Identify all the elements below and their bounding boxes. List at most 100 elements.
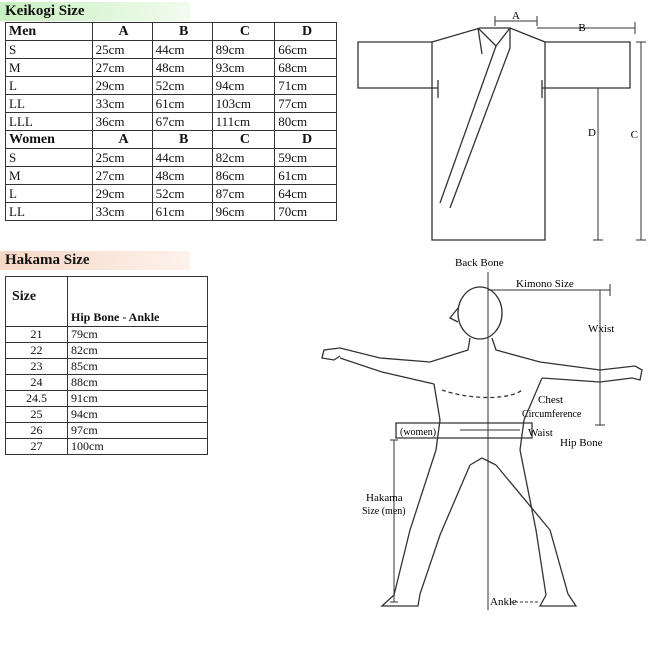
kimono-label-b: B [578, 22, 585, 34]
keikogi-group-name: Men [5, 22, 93, 41]
keikogi-group-name: Women [5, 130, 93, 149]
hakama-length-cell: 82cm [67, 342, 208, 359]
kimono-label-d: D [588, 127, 596, 139]
measurement-cell: 52cm [151, 184, 213, 203]
measurement-cell: 66cm [274, 40, 337, 59]
measurement-cell: 33cm [91, 94, 153, 113]
hakama-size-cell: 21 [5, 326, 68, 343]
hakama-size-label: Hakama [366, 492, 403, 504]
hakama-length-cell: 88cm [67, 374, 208, 391]
measurement-cell: 80cm [274, 112, 337, 131]
measurement-cell: 61cm [274, 166, 337, 185]
measurement-cell: 44cm [151, 40, 213, 59]
measurement-cell: 44cm [151, 148, 213, 167]
body-measurement-diagram: Back Bone Kimono Size Wxist Chest Circum… [321, 257, 643, 610]
hakama-length-cell: 97cm [67, 422, 208, 439]
measurement-cell: 82cm [211, 148, 276, 167]
hakama-length-cell: 79cm [67, 326, 208, 343]
size-cell: L [5, 76, 93, 95]
measurement-cell: 103cm [211, 94, 276, 113]
hakama-hip-header: Hip Bone - Ankle [67, 276, 208, 327]
hakama-length-cell: 94cm [67, 406, 208, 423]
keikogi-column-header: B [151, 22, 213, 41]
measurement-cell: 29cm [91, 184, 153, 203]
kimono-size-label: Kimono Size [516, 278, 574, 290]
measurement-cell: 94cm [211, 76, 276, 95]
measurement-cell: 25cm [91, 40, 153, 59]
measurement-cell: 70cm [274, 202, 337, 221]
measurement-cell: 48cm [151, 58, 213, 77]
measurement-cell: 86cm [211, 166, 276, 185]
chest-label: Chest [538, 394, 563, 406]
hakama-size-header: Size [5, 276, 68, 327]
hakama-size-cell: 25 [5, 406, 68, 423]
hakama-size-cell: 24.5 [5, 390, 68, 407]
size-cell: LL [5, 94, 93, 113]
measurement-cell: 87cm [211, 184, 276, 203]
measurement-cell: 93cm [211, 58, 276, 77]
size-cell: S [5, 148, 93, 167]
size-cell: LL [5, 202, 93, 221]
hakama-size-cell: 26 [5, 422, 68, 439]
measurement-cell: 29cm [91, 76, 153, 95]
measurement-cell: 71cm [274, 76, 337, 95]
hakama-length-cell: 85cm [67, 358, 208, 375]
measurement-cell: 111cm [211, 112, 276, 131]
back-bone-label: Back Bone [455, 257, 504, 269]
size-cell: S [5, 40, 93, 59]
measurement-cell: 25cm [91, 148, 153, 167]
kimono-diagram: A B D C [357, 10, 646, 241]
hakama-size-men-label: Size (men) [362, 506, 406, 517]
measurement-cell: 33cm [91, 202, 153, 221]
keikogi-column-header: B [151, 130, 213, 149]
keikogi-column-header: A [91, 130, 153, 149]
hip-bone-label: Hip Bone [560, 437, 603, 449]
measurement-cell: 36cm [91, 112, 153, 131]
keikogi-column-header: C [211, 130, 276, 149]
measurement-cell: 89cm [211, 40, 276, 59]
measurement-cell: 27cm [91, 166, 153, 185]
measurement-cell: 52cm [151, 76, 213, 95]
hakama-title: Hakama Size [0, 251, 190, 270]
hakama-length-cell: 100cm [67, 438, 208, 455]
keikogi-column-header: A [91, 22, 153, 41]
measurement-cell: 59cm [274, 148, 337, 167]
kimono-label-c: C [631, 129, 638, 141]
chest-circumference-label: Circumference [522, 409, 582, 420]
measurement-cell: 48cm [151, 166, 213, 185]
waist-label: Waist [528, 427, 553, 439]
size-cell: LLL [5, 112, 93, 131]
ankle-label: Ankle [490, 596, 517, 608]
hakama-size-cell: 22 [5, 342, 68, 359]
keikogi-column-header: D [274, 22, 337, 41]
hakama-size-cell: 24 [5, 374, 68, 391]
measurement-cell: 68cm [274, 58, 337, 77]
size-cell: M [5, 58, 93, 77]
measurement-cell: 67cm [151, 112, 213, 131]
hakama-size-cell: 27 [5, 438, 68, 455]
measurement-cell: 64cm [274, 184, 337, 203]
measurement-cell: 61cm [151, 94, 213, 113]
size-cell: M [5, 166, 93, 185]
measurement-cell: 27cm [91, 58, 153, 77]
size-cell: L [5, 184, 93, 203]
